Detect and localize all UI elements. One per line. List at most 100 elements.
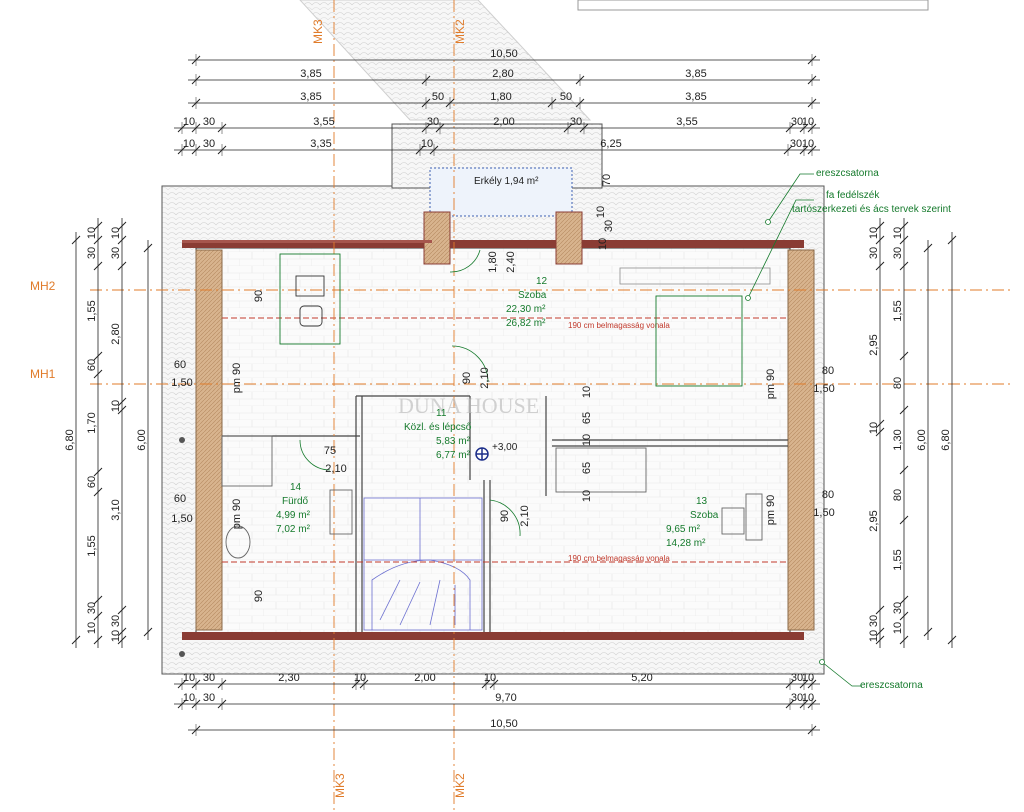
svg-text:4,99 m²: 4,99 m²	[276, 510, 311, 521]
interior-dimension-label: pm 90	[765, 369, 777, 400]
svg-text:11: 11	[436, 408, 447, 419]
dimension-label: 30	[110, 615, 122, 627]
interior-dimension-label: 2,10	[519, 505, 531, 526]
dimension-label: 10	[802, 116, 814, 128]
chair-icon	[721, 507, 745, 535]
dimension-tick	[143, 243, 153, 253]
dimension-tick	[93, 595, 103, 605]
dimension-tick	[117, 261, 127, 271]
dimension-label: 10	[86, 227, 98, 239]
exterior-walls	[182, 211, 815, 640]
sink-icon	[329, 489, 353, 535]
dimension-label: 10	[110, 630, 122, 642]
interior-dimension-label: 1,50	[171, 513, 192, 525]
dimension-label: 10	[868, 227, 880, 239]
dimension-label: 6,80	[64, 429, 76, 450]
dimension-label: 30	[868, 247, 880, 259]
interior-dimension-label: 2,10	[325, 463, 346, 475]
dimension-tick	[899, 351, 909, 361]
dimension-tick	[93, 611, 103, 621]
dimension-label: 6,80	[940, 429, 952, 450]
interior-dimension-label: 10	[581, 490, 593, 502]
svg-text:12: 12	[536, 276, 548, 287]
dimension-tick	[899, 595, 909, 605]
dimension-tick	[71, 235, 81, 245]
dimension-label: 1,55	[86, 535, 98, 556]
dimension-tick	[875, 427, 885, 437]
dimension-label: 2,00	[493, 116, 514, 128]
axis-label-mk2-top: MK2	[453, 19, 467, 44]
interior-dimension-label: 80	[822, 489, 834, 501]
dimension-label: 60	[86, 476, 98, 488]
dimension-label: 3,55	[313, 116, 334, 128]
dimension-label: 30	[791, 692, 803, 704]
dimension-label: 10	[86, 622, 98, 634]
dimension-tick	[899, 405, 909, 415]
interior-dimension-label: 60	[174, 359, 186, 371]
level-value: +3,00	[492, 442, 518, 453]
axis-lines	[90, 0, 1010, 812]
svg-text:Szoba: Szoba	[690, 510, 719, 521]
annotation-leaders	[745, 173, 862, 687]
annotation-roof-structure-1: fa fedélszék	[826, 190, 880, 201]
dimension-label: 2,95	[868, 334, 880, 355]
balcony-label: Erkély 1,94 m²	[474, 176, 539, 187]
svg-text:13: 13	[696, 496, 708, 507]
dimension-tick	[875, 261, 885, 271]
dimension-label: 6,00	[916, 429, 928, 450]
annotation-gutter-bottom: ereszcsatorna	[860, 680, 923, 691]
dimension-label: 10	[802, 138, 814, 150]
room-14-label: 14 Fürdő 4,99 m² 7,02 m²	[276, 482, 311, 535]
interior-dimension-label: 90	[253, 290, 265, 302]
dimension-tick	[117, 221, 127, 231]
door-swings	[299, 249, 521, 537]
dimension-label: 30	[892, 602, 904, 614]
dimension-tick	[947, 235, 957, 245]
dimension-label: 10	[892, 622, 904, 634]
dimension-label: 10	[110, 227, 122, 239]
interior-dimension-label: 10	[597, 238, 609, 250]
dimension-label: 10	[183, 692, 195, 704]
dimension-label: 30	[892, 247, 904, 259]
dimension-label: 30	[110, 247, 122, 259]
axis-label-mh2: MH2	[30, 279, 56, 293]
dimension-label: 1,55	[892, 549, 904, 570]
svg-text:14,28 m²: 14,28 m²	[666, 538, 706, 549]
interior-dimension-label: pm 90	[231, 363, 243, 394]
interior-dimension-label: 1,50	[813, 507, 834, 519]
dimension-tick	[875, 419, 885, 429]
interior-dimension-label: 30	[603, 220, 615, 232]
dimension-tick	[899, 235, 909, 245]
dimension-tick	[875, 605, 885, 615]
dimension-label: 10	[868, 422, 880, 434]
dimension-label: 10	[421, 138, 433, 150]
dimension-label: 30	[791, 116, 803, 128]
interior-dimension-label: 2,10	[479, 367, 491, 388]
dimension-tick	[93, 221, 103, 231]
dimension-tick	[875, 221, 885, 231]
dimension-tick	[875, 635, 885, 645]
dimension-label: 30	[203, 138, 215, 150]
interior-dimension-label: 75	[324, 445, 336, 457]
dimension-label: 1,55	[86, 300, 98, 321]
interior-dimension-label: pm 90	[765, 495, 777, 526]
dimension-label: 1,55	[892, 300, 904, 321]
side-marker	[179, 437, 185, 443]
furniture	[221, 253, 771, 559]
dimension-tick	[899, 261, 909, 271]
dimension-label: 10	[354, 672, 366, 684]
svg-text:14: 14	[290, 482, 302, 493]
svg-text:6,77 m²: 6,77 m²	[436, 450, 471, 461]
dimension-tick	[117, 235, 127, 245]
dimension-tick	[875, 627, 885, 637]
dimension-tick	[93, 467, 103, 477]
toilet-icon	[225, 525, 251, 559]
side-marker	[179, 651, 185, 657]
dimension-label: 30	[427, 116, 439, 128]
dimension-tick	[93, 235, 103, 245]
dimension-tick	[899, 221, 909, 231]
dimension-tick	[117, 635, 127, 645]
interior-dimension-label: 2,40	[505, 251, 517, 272]
dimension-label: 10	[892, 227, 904, 239]
